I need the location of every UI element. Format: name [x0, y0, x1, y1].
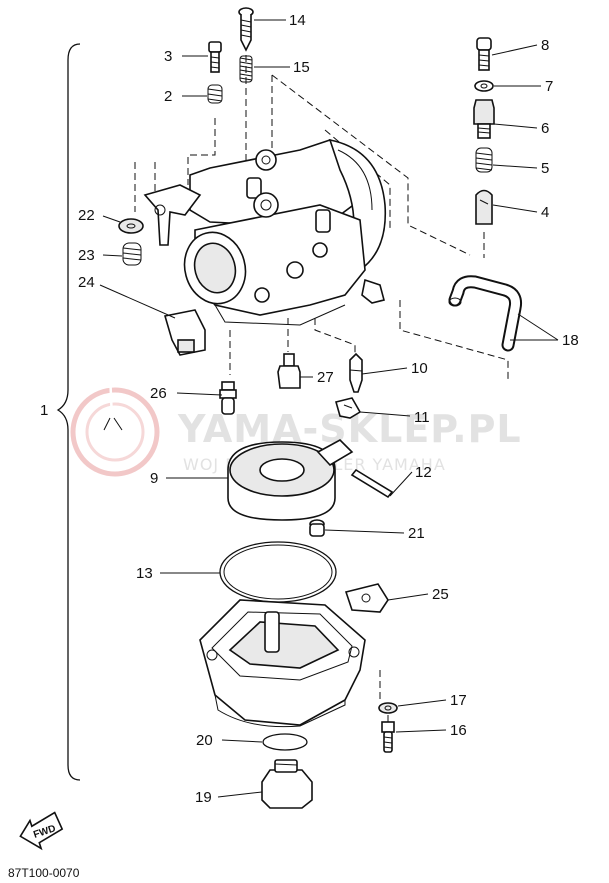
fwd-arrow: FWD: [19, 811, 64, 851]
callout-19: 19: [195, 789, 212, 806]
main-jet-27: [277, 353, 301, 389]
spring-5: [475, 147, 493, 173]
callout-8: 8: [541, 37, 549, 54]
sensor-cable-24: [103, 301, 206, 431]
gasket-13: [219, 541, 337, 603]
callout-3: 3: [164, 48, 172, 65]
callout-7: 7: [545, 78, 553, 95]
callout-2: 2: [164, 88, 172, 105]
assembly-label: 1: [40, 402, 48, 419]
callout-11: 11: [414, 409, 430, 426]
needle-jet-10: [349, 352, 363, 393]
float-bowl: [199, 599, 366, 728]
callout-14: 14: [289, 12, 306, 29]
callout-26: 26: [150, 385, 167, 402]
callout-9: 9: [150, 470, 158, 487]
leader-lines: [99, 19, 559, 798]
screw-3: [208, 41, 222, 73]
callout-5: 5: [541, 160, 549, 177]
callout-22: 22: [78, 207, 95, 224]
callout-20: 20: [196, 732, 213, 749]
bracket-25: [344, 583, 389, 613]
callout-12: 12: [415, 464, 432, 481]
assembly-bracket: 1: [40, 43, 81, 781]
washer-17: [378, 702, 398, 714]
o-ring-20: [262, 733, 308, 751]
callout-23: 23: [78, 247, 95, 264]
washer-7: [474, 80, 494, 92]
callout-16: 16: [450, 722, 467, 739]
float-9: [227, 439, 354, 521]
clip-11: [335, 397, 362, 419]
screw-26: [219, 381, 237, 415]
spring-2: [207, 84, 223, 104]
carburetor-body: [143, 138, 387, 326]
diagram-code: 87T100-0070: [8, 866, 80, 880]
screw-16: [381, 721, 395, 753]
cap-22: [118, 218, 144, 234]
callout-13: 13: [136, 565, 153, 582]
callout-6: 6: [541, 120, 549, 137]
callout-15: 15: [293, 59, 310, 76]
drain-plug-19: [261, 759, 313, 809]
pin-12: [350, 468, 394, 499]
screw-21: [309, 519, 325, 537]
callout-18: 18: [562, 332, 579, 349]
jet-holder-6: [473, 99, 495, 139]
callout-24: 24: [78, 274, 95, 291]
callouts: 14 3 15 2 8 7 6 5 4 22 23 24 18 26 27 10…: [78, 12, 579, 806]
spring-23: [122, 242, 142, 266]
callout-21: 21: [408, 525, 425, 542]
screw-14: [238, 7, 254, 52]
callout-10: 10: [411, 360, 428, 377]
callout-27: 27: [317, 369, 334, 386]
callout-25: 25: [432, 586, 449, 603]
callout-17: 17: [450, 692, 467, 709]
spring-15: [239, 55, 253, 83]
screw-8: [476, 37, 492, 71]
callout-4: 4: [541, 204, 549, 221]
hose-18: [448, 275, 522, 352]
float-valve-4: [475, 189, 493, 225]
